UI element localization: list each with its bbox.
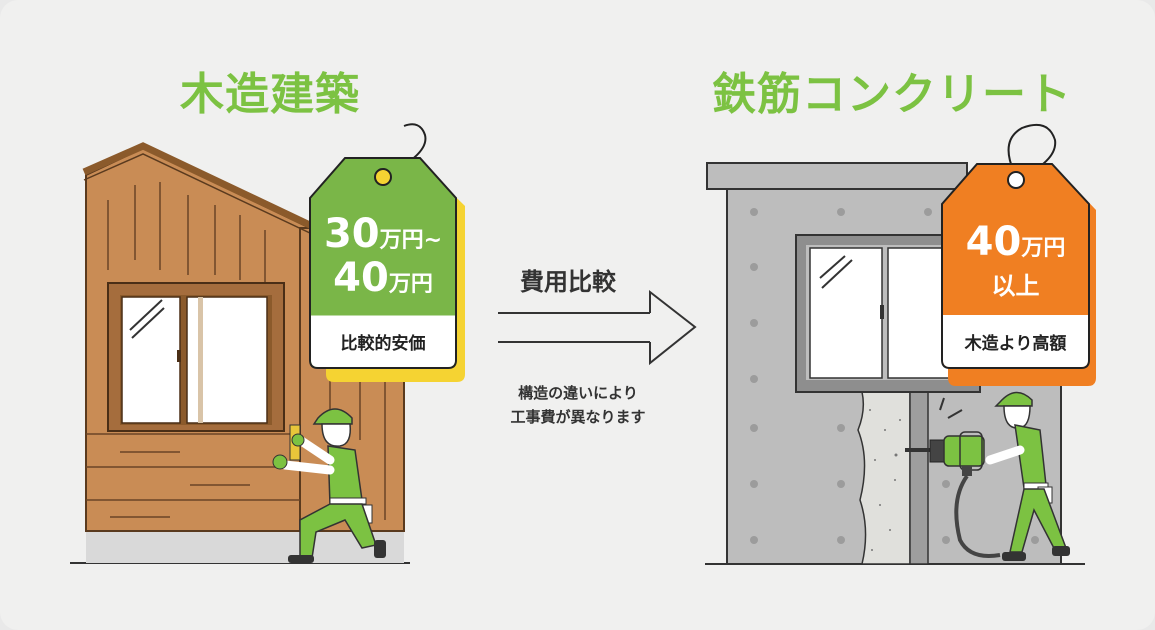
worker-kneeling (272, 408, 386, 563)
worker-with-drill (905, 391, 1070, 561)
right-price-qualifier: 以上 (991, 272, 1040, 300)
double-arrow-right-icon (498, 289, 697, 366)
note-line-2: 工事費が異なります (510, 408, 646, 426)
left-price-tag-label-box: 比較的安価 (310, 329, 456, 354)
right-price-tag-shape (941, 124, 1096, 386)
right-price-tag-label-box: 木造より高額 (942, 329, 1089, 354)
right-price-unit: 万円 (1021, 236, 1066, 261)
cost-comparison-note: 構造の違いにより 工事費が異なります (488, 381, 668, 429)
left-price-min-unit: 万円~ (379, 228, 443, 253)
left-price-max-unit: 万円 (388, 272, 433, 297)
left-price-tag: 30万円~ 40万円 (310, 212, 456, 300)
left-price-tag-label: 比較的安価 (340, 334, 426, 354)
left-price-max-number: 40 (333, 255, 389, 301)
wooden-building-title: 木造建築 (180, 69, 360, 120)
right-price-tag: 40万円 以上 (942, 220, 1089, 301)
left-price-tag-shape (309, 123, 465, 382)
note-line-1: 構造の違いにより (518, 384, 638, 402)
right-price-tag-label: 木造より高額 (964, 334, 1067, 354)
right-price-number: 40 (965, 219, 1022, 265)
wooden-house-illustration (70, 142, 410, 564)
concrete-building-title: 鉄筋コンクリート (712, 69, 1072, 120)
left-price-min-number: 30 (323, 211, 380, 257)
cost-comparison-label: 費用比較 (520, 268, 616, 296)
